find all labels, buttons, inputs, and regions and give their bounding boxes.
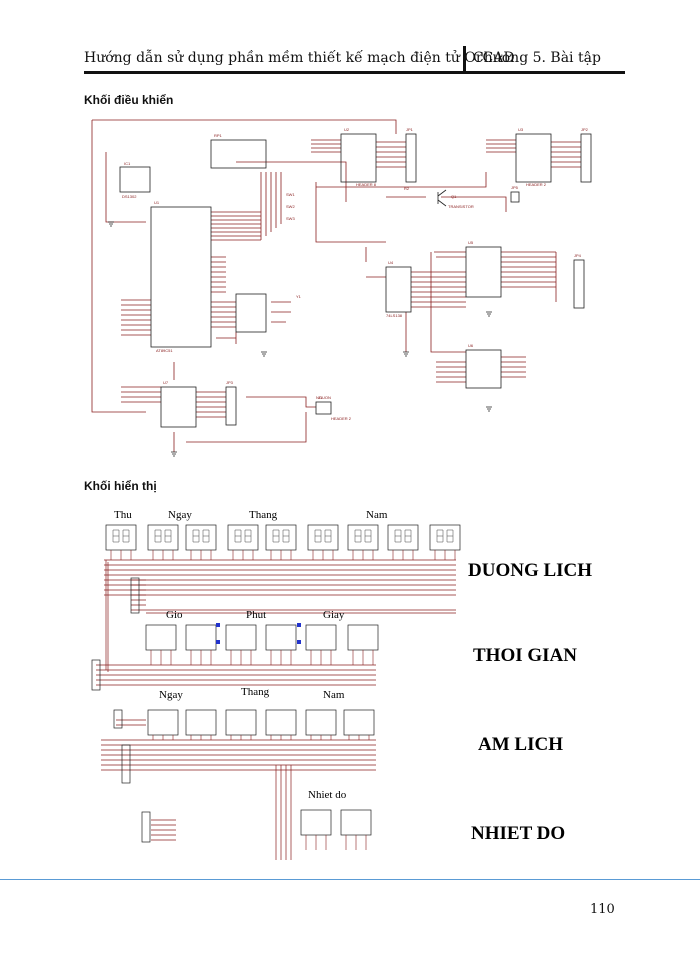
jp1-box: [405, 133, 417, 183]
svg-text:HEADER 2: HEADER 2: [331, 416, 352, 421]
svg-text:U5: U5: [468, 240, 474, 245]
block-label-am-lich: AM LICH: [478, 734, 563, 755]
svg-text:JP3: JP3: [226, 380, 234, 385]
document-title: Hướng dẫn sử dụng phần mềm thiết kế mạch…: [84, 50, 515, 66]
page-header: Hướng dẫn sử dụng phần mềm thiết kế mạch…: [84, 46, 624, 74]
u3-box: [515, 133, 552, 183]
header-connector-3: [113, 709, 123, 729]
seven-segment-row-4: [300, 809, 372, 836]
seven-segment-row-3: [147, 709, 375, 736]
svg-text:IC1: IC1: [124, 161, 131, 166]
block-label-nhiet-do: NHIET DO: [471, 823, 565, 844]
page-number: 110: [590, 902, 615, 917]
svg-text:DS1302: DS1302: [122, 194, 137, 199]
svg-text:HEADER 2: HEADER 2: [526, 182, 547, 187]
svg-text:U1: U1: [154, 200, 160, 205]
group-label-gio: Gio: [166, 609, 183, 621]
block-label-duong-lich: DUONG LICH: [468, 560, 592, 581]
control-schematic: IC1 U1 RP1 U2 JP1 U3 JP2 Q1 U4 U5 U6 JP4…: [86, 112, 622, 462]
control-section-title: Khối điều khiển: [84, 93, 174, 107]
jp4-box: [573, 259, 585, 309]
jp3-box: [225, 386, 237, 426]
group-label-nam-lunar: Nam: [323, 689, 345, 701]
svg-text:JP1: JP1: [406, 127, 414, 132]
group-label-phut: Phut: [246, 609, 266, 621]
power-connector-box: [315, 401, 332, 415]
svg-text:J1: J1: [318, 395, 323, 400]
chapter-title: Chương 5. Bài tập: [473, 50, 601, 66]
svg-text:RP1: RP1: [214, 133, 223, 138]
svg-text:R2: R2: [404, 186, 410, 191]
display-schematic: Thu Ngay Thang Nam Gio Phut Giay Ngay Th…: [86, 500, 622, 860]
rp1-box: [210, 139, 267, 169]
display-section-title: Khối hiển thị: [84, 479, 157, 493]
u5-box: [465, 246, 502, 298]
group-label-thu: Thu: [114, 509, 132, 521]
group-label-nhiet-do: Nhiet do: [308, 789, 347, 801]
svg-text:U6: U6: [468, 343, 474, 348]
header-divider: [463, 46, 466, 74]
group-label-giay: Giay: [323, 609, 345, 621]
group-label-nam: Nam: [366, 509, 388, 521]
svg-text:Y1: Y1: [296, 294, 302, 299]
control-schematic-drawing: IC1 U1 RP1 U2 JP1 U3 JP2 Q1 U4 U5 U6 JP4…: [91, 119, 592, 457]
colon-leds: [216, 623, 301, 644]
svg-text:JP2: JP2: [581, 127, 589, 132]
group-label-ngay-lunar: Ngay: [159, 689, 183, 701]
group-label-ngay: Ngay: [168, 509, 192, 521]
ds1302-box: [235, 293, 267, 333]
display-schematic-drawing: Thu Ngay Thang Nam Gio Phut Giay Ngay Th…: [91, 509, 592, 860]
svg-text:AT89C51: AT89C51: [156, 348, 173, 353]
seven-segment-row-2: [145, 624, 379, 651]
block-label-thoi-gian: THOI GIAN: [473, 645, 577, 666]
svg-text:SW1: SW1: [286, 192, 295, 197]
svg-text:NGUON: NGUON: [316, 395, 331, 400]
svg-text:JP4: JP4: [574, 253, 582, 258]
u6-box: [465, 349, 502, 389]
svg-text:Q1: Q1: [451, 194, 457, 199]
footer-rule: [0, 879, 700, 880]
header-rule: [84, 71, 625, 74]
svg-text:JP5: JP5: [511, 185, 519, 190]
header-connector-1: [130, 577, 140, 614]
svg-text:HEADER 8: HEADER 8: [356, 182, 377, 187]
group-label-thang: Thang: [249, 509, 278, 521]
transistor-symbol: [437, 189, 447, 207]
u4-box: [385, 266, 412, 313]
u7-box: [160, 386, 197, 428]
svg-text:U3: U3: [518, 127, 524, 132]
header-connector-5: [141, 811, 151, 843]
jp5-box: [510, 191, 520, 203]
svg-text:U4: U4: [388, 260, 394, 265]
svg-text:74LS138: 74LS138: [386, 313, 403, 318]
header-connector-2: [91, 659, 101, 691]
ic1-box: [119, 166, 151, 193]
jp2-box: [580, 133, 592, 183]
svg-text:SW3: SW3: [286, 216, 295, 221]
u1-mcu-box: [150, 206, 212, 348]
svg-text:TRANSISTOR: TRANSISTOR: [448, 204, 474, 209]
svg-text:U7: U7: [163, 380, 169, 385]
header-connector-4: [121, 744, 131, 784]
svg-text:U2: U2: [344, 127, 350, 132]
group-label-thang-lunar: Thang: [241, 686, 270, 698]
svg-text:SW2: SW2: [286, 204, 295, 209]
u2-box: [340, 133, 377, 183]
